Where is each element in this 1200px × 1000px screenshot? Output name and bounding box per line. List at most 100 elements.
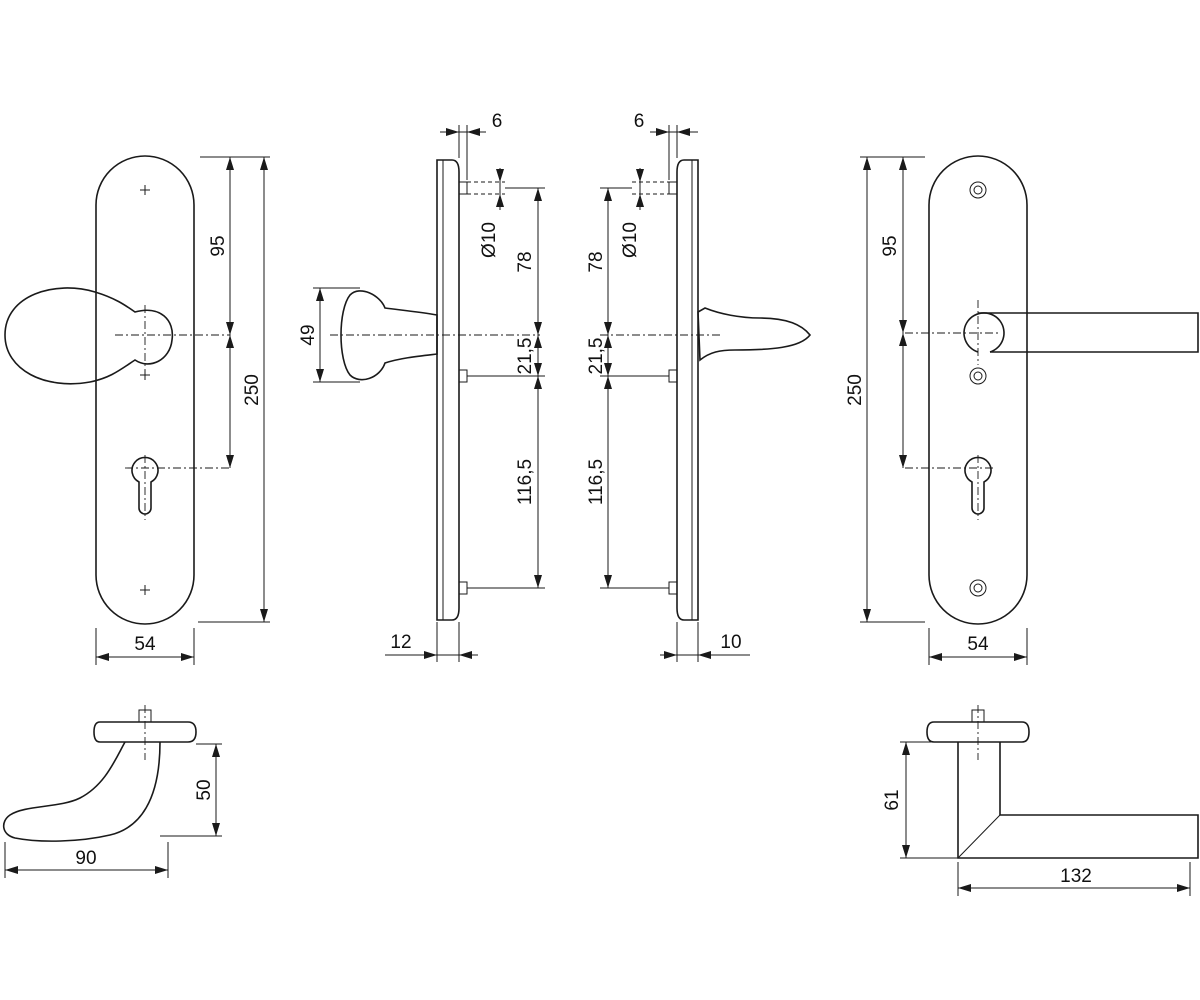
arrow-d10-bot-left — [496, 194, 504, 207]
arrow-6-a-left — [446, 128, 459, 136]
arrow-215-top-left — [534, 335, 542, 348]
arrow-kh-top — [226, 335, 234, 348]
arrow-1165-top-left — [534, 376, 542, 389]
arrow-54-r — [181, 653, 194, 661]
dim-95-left: 95 — [208, 235, 229, 256]
lever-rosette — [963, 312, 1005, 353]
screw-boss-bottom-right — [668, 581, 678, 595]
arrow-78-bot-right — [604, 322, 612, 335]
screw-rosette-top — [969, 181, 987, 199]
arrow-132-r — [1177, 884, 1190, 892]
side-plate-right — [676, 159, 699, 621]
dim-61: 61 — [882, 789, 903, 810]
plate-outline-left — [95, 155, 195, 625]
dim-d10-right: Ø10 — [620, 222, 641, 258]
rosette-top-left — [93, 721, 197, 743]
dim-12: 12 — [390, 632, 411, 653]
arrow-78-bot-left — [534, 322, 542, 335]
arrow-61-top — [902, 742, 910, 755]
top-view-knob: 50 90 — [2, 705, 222, 878]
arrow-132-l — [958, 884, 971, 892]
arrow-250r-bottom — [863, 609, 871, 622]
arrow-12-a — [424, 651, 437, 659]
arrow-khr-bottom — [899, 455, 907, 468]
dim-50: 50 — [194, 779, 215, 800]
arrow-95-bottom — [226, 322, 234, 335]
screw-rosette-mid — [969, 367, 987, 385]
dim-250-right: 250 — [845, 374, 866, 406]
screw-rosette-bottom — [969, 579, 987, 597]
dim-6-left: 6 — [492, 111, 503, 132]
arrow-10-b — [698, 651, 711, 659]
arrow-49-top — [316, 288, 324, 301]
screw-mark-top — [140, 185, 150, 195]
screw-mark-mid — [140, 370, 150, 380]
rosette-top-right — [926, 721, 1030, 743]
dim-250-left: 250 — [242, 374, 263, 406]
screw-rosette-top-inner — [973, 185, 983, 195]
arrow-khr-top — [899, 333, 907, 346]
dim-d10-left: Ø10 — [479, 222, 500, 258]
screw-boss-bottom-left — [458, 581, 468, 595]
arrow-95r-bottom — [899, 320, 907, 333]
plate-outline-right — [928, 155, 1028, 625]
top-view-lever: 61 132 — [882, 705, 1199, 896]
arrow-250r-top — [863, 157, 871, 170]
arrow-d10-top-right — [636, 169, 644, 182]
arrow-90-r — [155, 866, 168, 874]
dim-215-right: 21,5 — [586, 338, 607, 375]
arrow-61-bottom — [902, 845, 910, 858]
dim-90: 90 — [75, 848, 96, 869]
arrow-6-a-right — [656, 128, 669, 136]
dim-54-right: 54 — [967, 634, 989, 655]
dim-49: 49 — [298, 324, 319, 345]
dim-1165-right: 116,5 — [586, 459, 607, 505]
lever-top-profile — [957, 742, 1199, 859]
lever-side-profile — [697, 307, 812, 362]
arrow-6-b-right — [677, 128, 690, 136]
arrow-215-bot-right — [604, 363, 612, 376]
arrow-95r-top — [899, 157, 907, 170]
side-view-knob: 49 6 Ø10 78 21,5 116,5 12 — [298, 111, 545, 662]
arrow-kh-bottom — [226, 455, 234, 468]
side-view-lever: 6 Ø10 78 21,5 116,5 10 — [586, 111, 812, 662]
arrow-54r-r — [1014, 653, 1027, 661]
front-view-lever-plate: 95 250 54 — [845, 155, 1199, 665]
arrow-6-b-left — [467, 128, 480, 136]
dim-10: 10 — [720, 632, 741, 653]
dim-132: 132 — [1060, 866, 1092, 887]
arrow-250-top — [260, 157, 268, 170]
screw-dash-top-right — [632, 181, 669, 195]
dim-6-right: 6 — [634, 111, 645, 132]
arrow-d10-bot-right — [636, 194, 644, 207]
arrow-250-bottom — [260, 609, 268, 622]
arrow-1165-bot-left — [534, 575, 542, 588]
knob-left — [4, 287, 174, 385]
screw-rosette-bottom-inner — [973, 583, 983, 593]
arrow-1165-bot-right — [604, 575, 612, 588]
screw-boss-mid-right — [668, 369, 678, 383]
arrow-d10-top-left — [496, 169, 504, 182]
arrow-215-top-right — [604, 335, 612, 348]
arrow-54r-l — [929, 653, 942, 661]
knob-side-profile — [340, 290, 438, 381]
arrow-78-top-left — [534, 188, 542, 201]
arrow-49-bottom — [316, 369, 324, 382]
screw-mark-bottom — [140, 585, 150, 595]
arrow-10-a — [664, 651, 677, 659]
knob-top-profile — [2, 741, 161, 842]
arrow-50-bottom — [212, 823, 220, 836]
screw-boss-top-right — [668, 181, 678, 195]
dim-95-right: 95 — [880, 235, 901, 256]
arrow-95-top — [226, 157, 234, 170]
screw-rosette-mid-inner — [973, 371, 983, 381]
dim-215-left: 21,5 — [515, 338, 536, 375]
arrow-1165-top-right — [604, 376, 612, 389]
arrow-78-top-right — [604, 188, 612, 201]
dim-78-right: 78 — [586, 251, 607, 272]
arrow-215-bot-left — [534, 363, 542, 376]
lever-arm — [978, 312, 1199, 353]
arrow-50-top — [212, 744, 220, 757]
screw-boss-mid-left — [458, 369, 468, 383]
